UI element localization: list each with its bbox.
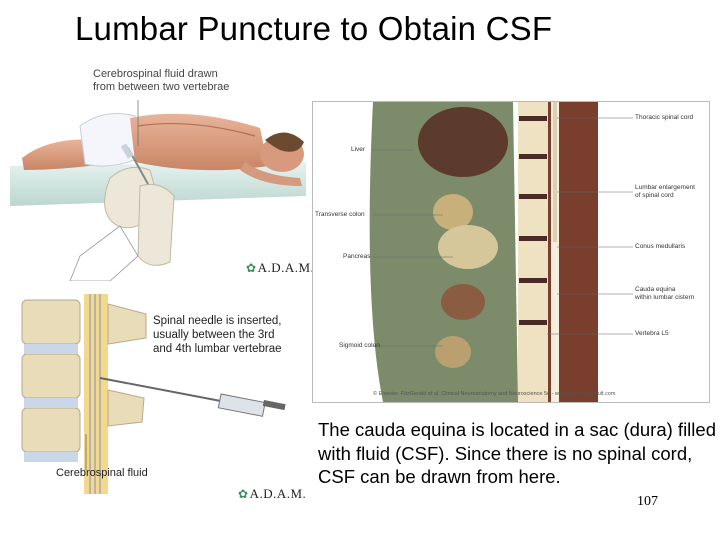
label-transverse-colon: Transverse colon bbox=[315, 211, 365, 218]
spine-caption: Spinal needle is inserted, usually betwe… bbox=[153, 314, 313, 356]
spine-caption-line1: Spinal needle is inserted, bbox=[153, 315, 282, 327]
slide-title: Lumbar Puncture to Obtain CSF bbox=[75, 10, 553, 47]
body-text: The cauda equina is located in a sac (du… bbox=[318, 419, 716, 487]
csf-label: Cerebrospinal fluid bbox=[56, 467, 148, 479]
image-credit: © Elsevier. FitzGerald et al. Clinical N… bbox=[373, 391, 616, 397]
adam-mark-icon: ✿ bbox=[238, 487, 249, 501]
label-cauda-equina: Cauda equina bbox=[635, 286, 676, 293]
label-conus-medullaris: Conus medullaris bbox=[635, 243, 686, 250]
adam-mark-icon: ✿ bbox=[246, 261, 257, 275]
spine-drawing bbox=[21, 294, 286, 494]
adam-logo-top: ✿A.D.A.M. bbox=[246, 260, 314, 276]
section-drawing bbox=[369, 102, 633, 402]
label-of-spinal-cord: of spinal cord bbox=[635, 192, 674, 199]
label-thoracic-spinal-cord: Thoracic spinal cord bbox=[635, 114, 694, 121]
patient-drawing bbox=[10, 100, 306, 282]
patient-illustration: Cerebrospinal fluid drawn from between t… bbox=[10, 66, 306, 282]
adam-brand-text: A.D.A.M. bbox=[249, 486, 307, 501]
sagittal-section-image: Liver Transverse colon Pancreas Sigmoid … bbox=[312, 101, 710, 403]
spine-caption-line3: and 4th lumbar vertebrae bbox=[153, 343, 282, 355]
label-lumbar-enlargement: Lumbar enlargement bbox=[635, 184, 695, 191]
label-vertebra-l5: Vertebra L5 bbox=[635, 330, 669, 337]
adam-logo-bottom: ✿A.D.A.M. bbox=[238, 486, 306, 502]
label-sigmoid-colon: Sigmoid colon bbox=[339, 342, 380, 349]
patient-caption-line2: from between two vertebrae bbox=[93, 81, 230, 93]
adam-brand-text: A.D.A.M. bbox=[257, 260, 315, 275]
label-lumbar-cistern: within lumbar cistern bbox=[635, 294, 695, 301]
spine-caption-line2: usually between the 3rd bbox=[153, 329, 275, 341]
label-liver: Liver bbox=[351, 146, 366, 153]
patient-caption: Cerebrospinal fluid drawn from between t… bbox=[93, 68, 293, 94]
page-number: 107 bbox=[637, 494, 658, 509]
spine-illustration: Spinal needle is inserted, usually betwe… bbox=[16, 294, 306, 494]
patient-caption-line1: Cerebrospinal fluid drawn bbox=[93, 68, 218, 80]
label-pancreas: Pancreas bbox=[343, 253, 371, 260]
